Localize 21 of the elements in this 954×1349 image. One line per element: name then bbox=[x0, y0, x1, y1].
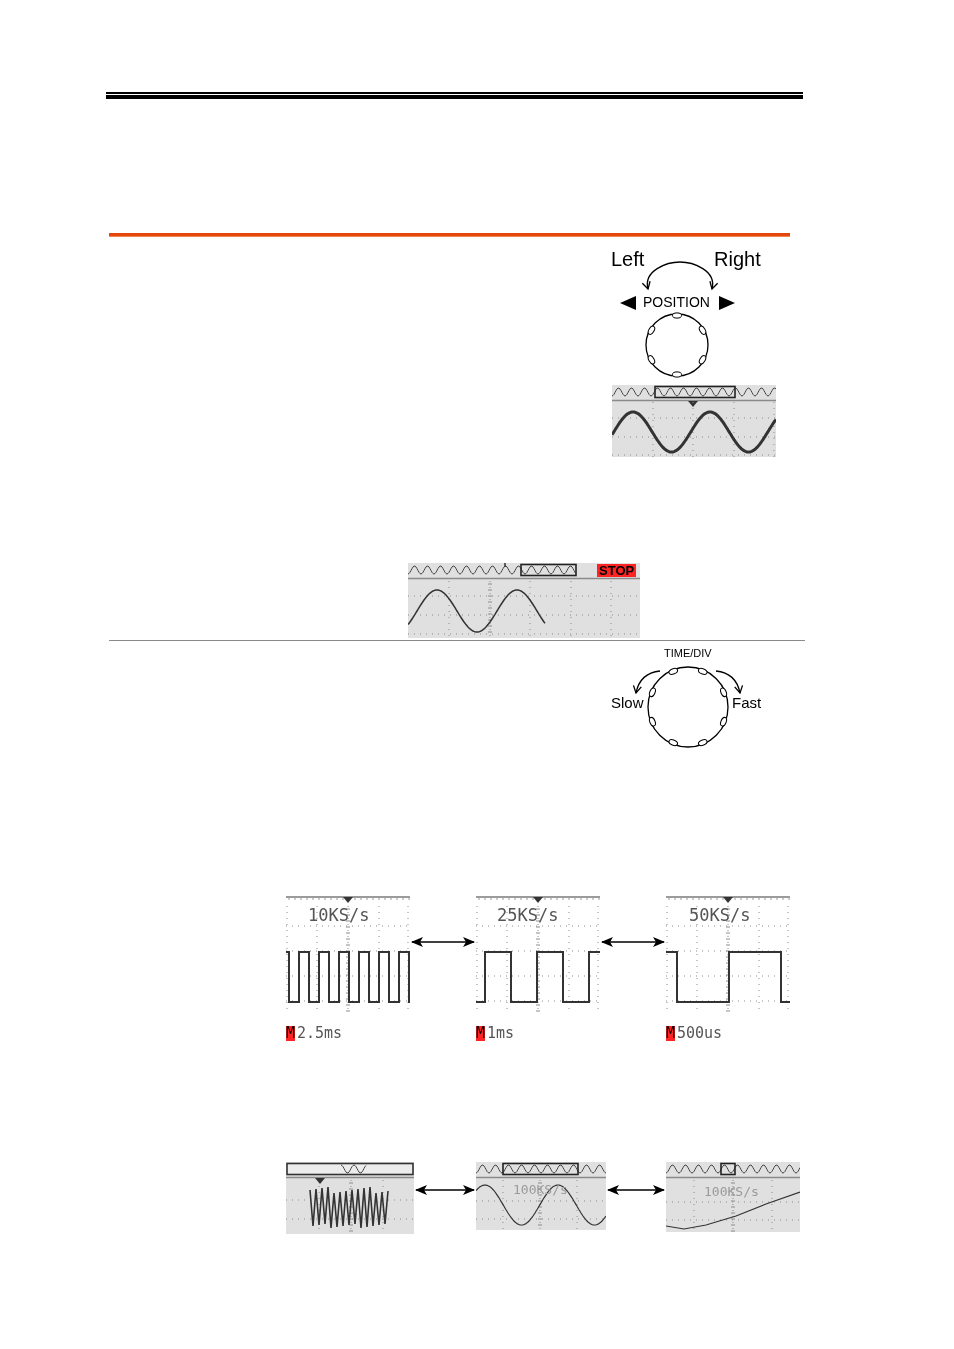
knob-label: POSITION bbox=[643, 294, 710, 311]
sample-rate-readout: 25KS/s bbox=[497, 905, 559, 925]
status-indicator: STOP bbox=[597, 564, 637, 577]
mode-indicator: M bbox=[286, 1026, 296, 1041]
double-arrow bbox=[601, 937, 665, 947]
direction-label: Slow bbox=[611, 694, 644, 711]
double-arrow bbox=[411, 937, 475, 947]
mode-indicator: M bbox=[666, 1026, 676, 1041]
sample-rate-readout: 50KS/s bbox=[689, 905, 751, 925]
sample-rate-readout: 10KS/s bbox=[308, 905, 370, 925]
timebase-readout: 1ms bbox=[487, 1025, 515, 1042]
sample-rate-readout: 100KS/s bbox=[704, 1184, 759, 1199]
double-arrow bbox=[607, 1185, 665, 1195]
knob-label: TIME/DIV bbox=[664, 647, 712, 660]
direction-label: Right bbox=[714, 248, 761, 271]
direction-label: Left bbox=[611, 248, 645, 271]
direction-label: Fast bbox=[732, 694, 762, 711]
mode-indicator: M bbox=[476, 1026, 486, 1041]
timebase-readout: 2.5ms bbox=[297, 1025, 343, 1042]
timebase-readout: 500us bbox=[677, 1025, 723, 1042]
double-arrow bbox=[415, 1185, 475, 1195]
